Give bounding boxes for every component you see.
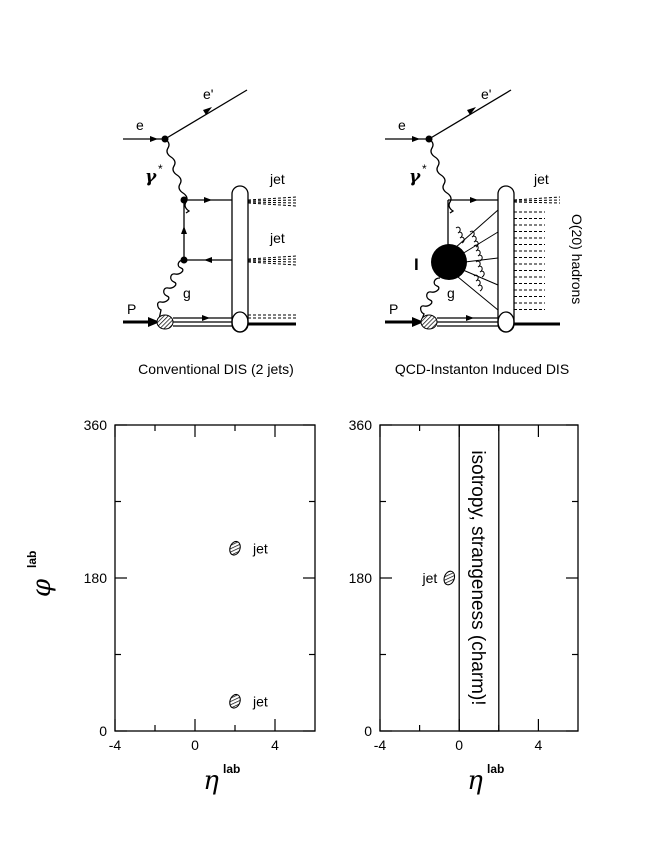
left-proton-blob: [156, 314, 174, 330]
right-diagram: e e' γ * I g jet: [385, 86, 585, 333]
left-electron-out-arrow: [203, 107, 212, 115]
left-diagram: e e' γ * g jet jet: [123, 86, 297, 333]
left-photon-label: γ: [145, 167, 157, 187]
x-axis-label-sup: lab: [223, 762, 240, 776]
left-proton-arrow: [148, 317, 160, 327]
jet-point-label: jet: [252, 540, 268, 556]
right-remnant-ellipse: [497, 311, 515, 333]
right-jet-label: jet: [533, 171, 549, 187]
left-jet-top-label: jet: [269, 171, 285, 187]
right-label-e-prime: e': [481, 86, 491, 102]
y-tick-label: 360: [84, 417, 108, 433]
x-tick-label: -4: [109, 737, 122, 753]
left-spectator-arrow: [202, 315, 210, 321]
left-jet-top-spray: [247, 196, 297, 207]
right-photon-label: γ: [409, 167, 421, 187]
left-label-e: e: [136, 117, 144, 133]
x-axis-label: η: [203, 766, 219, 796]
right-gluon-fan: [454, 209, 499, 311]
right-proton-arrow: [412, 317, 424, 327]
x-tick-label: -4: [374, 737, 387, 753]
y-axis-label-text: φ: [27, 578, 57, 597]
y-tick-label: 180: [349, 570, 373, 586]
x-tick-label: 4: [535, 737, 543, 753]
right-cylinder: [497, 185, 515, 333]
jet-point: [229, 693, 241, 709]
right-quark-top-arrow: [470, 197, 478, 203]
y-axis-label-sup: lab: [25, 551, 39, 568]
right-gluon-curls: [455, 226, 485, 292]
left-jet-bottom-spray: [247, 255, 297, 266]
right-label-e: e: [398, 117, 406, 133]
left-photon-star: *: [158, 162, 163, 176]
isotropy-band: [458, 424, 500, 732]
right-photon-star: *: [422, 162, 427, 176]
left-caption: Conventional DIS (2 jets): [138, 361, 294, 377]
right-electron-in-arrow: [412, 136, 420, 142]
jet-point: [229, 540, 241, 556]
instanton-blob: [431, 244, 467, 280]
left-quark-exchange-arrow: [181, 226, 187, 234]
band-label: isotropy, strangeness (charm)!: [467, 450, 488, 705]
plot-frame: [114, 424, 316, 732]
y-axis-label: φ lab: [25, 551, 57, 597]
left-quark-bottom-arrow: [204, 257, 212, 263]
y-tick-label: 180: [84, 570, 108, 586]
right-spectator-arrow: [466, 315, 474, 321]
instanton-label: I: [414, 255, 419, 274]
right-caption: QCD-Instanton Induced DIS: [395, 361, 569, 377]
left-electron-in-arrow: [150, 136, 158, 142]
left-label-e-prime: e': [203, 86, 213, 102]
left-remnant-spray: [248, 314, 296, 319]
left-quark-top-arrow: [204, 197, 212, 203]
x-tick-label: 0: [191, 737, 199, 753]
left-jet-bottom-label: jet: [269, 230, 285, 246]
jet-point: [443, 570, 456, 586]
left-gluon-line: [156, 259, 185, 325]
x-axis-label-sup: lab: [487, 762, 504, 776]
right-jet-spray: [513, 196, 561, 204]
left-jet-cylinder: [231, 185, 249, 333]
x-tick-label: 0: [455, 737, 463, 753]
y-tick-label: 0: [364, 723, 372, 739]
jet-point-label: jet: [252, 693, 268, 709]
right-photon-line: [428, 138, 455, 214]
x-tick-label: 4: [271, 737, 279, 753]
left-remnant-ellipse: [231, 311, 249, 333]
right-proton-label: P: [389, 301, 398, 317]
right-gluon-line: [419, 277, 441, 323]
left-proton-label: P: [127, 301, 136, 317]
hadrons-label: O(20) hadrons: [569, 214, 585, 304]
right-gluon-label: g: [447, 285, 455, 301]
jet-point-label: jet: [422, 570, 438, 586]
left-gluon-label: g: [183, 285, 191, 301]
right-electron-out-arrow: [467, 107, 476, 115]
y-tick-label: 360: [349, 417, 373, 433]
y-tick-label: 0: [99, 723, 107, 739]
x-axis-label: η: [467, 766, 483, 796]
hadron-lines: [514, 211, 545, 310]
right-proton-blob: [420, 314, 438, 330]
